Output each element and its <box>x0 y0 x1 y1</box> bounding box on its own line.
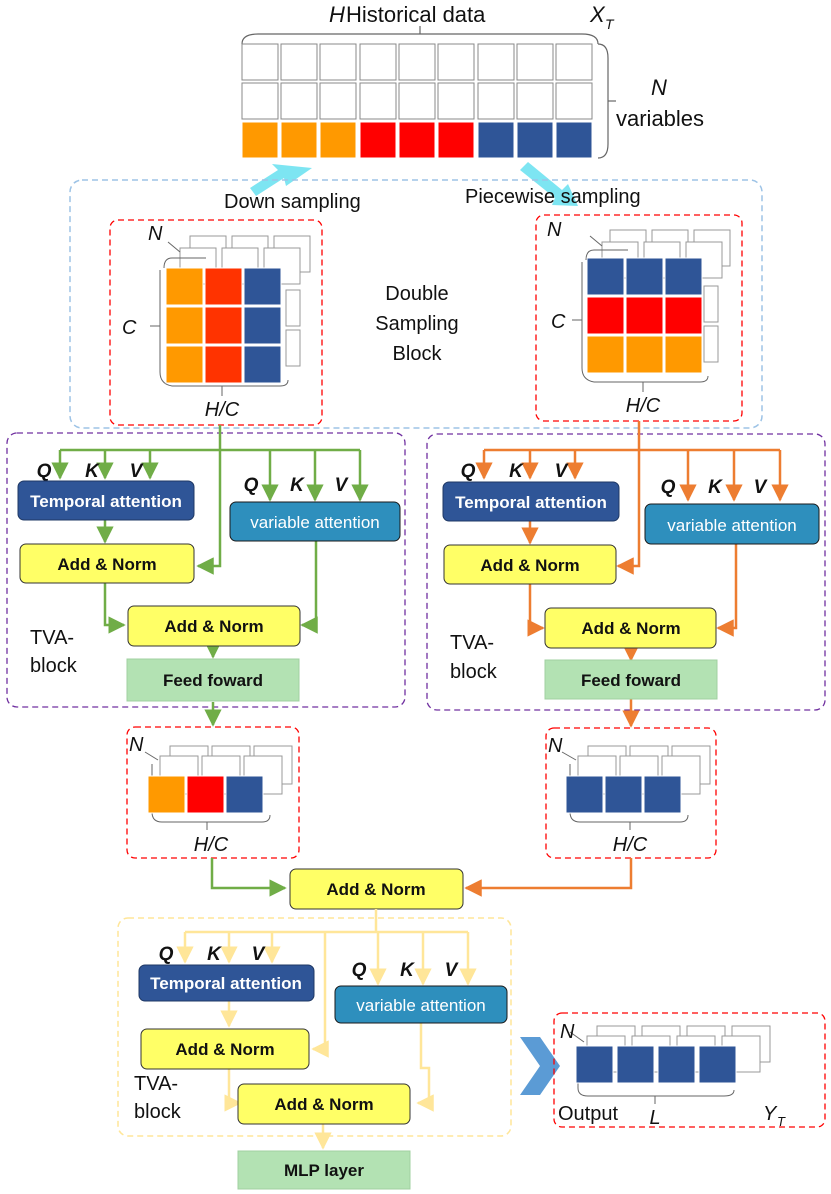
tva-left-k2-label: K <box>290 475 305 496</box>
tva-left-temporal-attention: Temporal attention <box>17 480 195 521</box>
tva-right-k2-label: K <box>708 477 723 498</box>
svg-text:Add & Norm: Add & Norm <box>326 880 425 899</box>
svg-text:Add & Norm: Add & Norm <box>480 556 579 575</box>
piecewise-tensor-c-label: C <box>551 311 566 333</box>
left-mid-hc-label: H/C <box>194 834 229 856</box>
final-block-label-2: block <box>134 1101 182 1123</box>
tva-left-add-norm-1: Add & Norm <box>19 543 195 584</box>
svg-text:Block: Block <box>393 343 443 365</box>
tva-right-feed-forward: Feed foward <box>544 659 718 700</box>
left-intermediate-tensor <box>126 726 300 859</box>
final-k-label: K <box>207 944 222 965</box>
tva-left-block-label-2: block <box>30 655 78 677</box>
tva-right-add-norm-1: Add & Norm <box>443 544 617 585</box>
tva-right-block-label-1: TVA- <box>450 632 494 654</box>
mlp-layer: MLP layer <box>237 1150 411 1190</box>
tva-left-q2-label: Q <box>244 475 259 496</box>
historical-data-matrix <box>241 26 616 159</box>
output-l-label: L <box>649 1107 660 1129</box>
svg-text:Add & Norm: Add & Norm <box>581 619 680 638</box>
piecewise-sampling-label: Piecewise sampling <box>465 186 641 208</box>
tva-right-temporal-attention: Temporal attention <box>442 481 620 522</box>
final-add-norm-2: Add & Norm <box>237 1083 411 1125</box>
tva-left-q-label: Q <box>37 461 52 482</box>
down-sampling-label: Down sampling <box>224 191 361 213</box>
final-variable-attention: variable attention <box>334 985 508 1024</box>
piecewise-tensor-hc-label: H/C <box>626 395 661 417</box>
svg-text:Add & Norm: Add & Norm <box>164 617 263 636</box>
final-k2-label: K <box>400 960 415 981</box>
merge-add-norm: Add & Norm <box>289 868 464 910</box>
piecewise-sampling-arrow-icon <box>520 162 578 206</box>
svg-text:variable attention: variable attention <box>667 516 796 535</box>
tva-block-right <box>426 433 826 711</box>
historical-data-label: H Historical data <box>329 2 486 27</box>
svg-text:variable attention: variable attention <box>356 996 485 1015</box>
svg-text:MLP layer: MLP layer <box>284 1161 364 1180</box>
output-n-label: N <box>560 1021 575 1043</box>
tva-right-variable-attention: variable attention <box>644 503 820 545</box>
output-tensor <box>553 1012 826 1128</box>
tva-left-feed-forward: Feed foward <box>126 658 300 702</box>
svg-text:Feed foward: Feed foward <box>163 671 263 690</box>
tva-left-add-norm-2: Add & Norm <box>127 605 301 647</box>
down-sampling-arrow-icon <box>250 164 312 196</box>
final-v-label: V <box>252 944 266 965</box>
output-y-t-label: Y T <box>763 1103 786 1129</box>
tva-right-block-label-2: block <box>450 661 498 683</box>
svg-text:Add & Norm: Add & Norm <box>175 1040 274 1059</box>
down-tensor-n-label: N <box>148 223 163 245</box>
tva-right-add-norm-2: Add & Norm <box>544 607 717 649</box>
final-add-norm-1: Add & Norm <box>140 1028 310 1070</box>
final-block-label-1: TVA- <box>134 1073 178 1095</box>
tva-left-block-label-1: TVA- <box>30 627 74 649</box>
tva-left-k-label: K <box>85 461 100 482</box>
svg-text:Historical data: Historical data <box>346 2 486 27</box>
left-mid-n-label: N <box>129 734 144 756</box>
svg-text:Feed foward: Feed foward <box>581 671 681 690</box>
tva-right-q2-label: Q <box>661 477 676 498</box>
svg-text:Y: Y <box>763 1103 778 1125</box>
svg-text:Add & Norm: Add & Norm <box>274 1095 373 1114</box>
tva-right-q-label: Q <box>461 461 476 482</box>
n-label: N <box>651 75 667 100</box>
tva-block-left <box>6 432 406 708</box>
x-t-label: X T <box>589 2 615 32</box>
double-sampling-block-label: Double Sampling Block <box>375 283 458 365</box>
final-temporal-attention: Temporal attention <box>138 964 315 1002</box>
tva-left-v2-label: V <box>335 475 349 496</box>
down-tensor-c-label: C <box>122 317 137 339</box>
tva-right-k-label: K <box>509 461 524 482</box>
svg-text:H: H <box>329 2 345 27</box>
right-mid-n-label: N <box>548 735 563 757</box>
tva-left-variable-attention: variable attention <box>229 501 401 542</box>
tva-left-v-label: V <box>130 461 144 482</box>
svg-text:Temporal attention: Temporal attention <box>150 974 302 993</box>
svg-text:T: T <box>605 16 615 32</box>
final-q-label: Q <box>159 944 174 965</box>
final-v2-label: V <box>445 960 459 981</box>
variables-label: variables <box>616 106 704 131</box>
down-tensor-hc-label: H/C <box>205 399 240 421</box>
svg-text:variable attention: variable attention <box>250 513 379 532</box>
svg-text:X: X <box>589 2 606 27</box>
piecewise-tensor-n-label: N <box>547 219 562 241</box>
svg-text:T: T <box>777 1114 786 1129</box>
output-label: Output <box>558 1103 618 1125</box>
tva-right-v2-label: V <box>754 477 768 498</box>
right-intermediate-tensor <box>545 727 717 859</box>
svg-text:Add & Norm: Add & Norm <box>57 555 156 574</box>
svg-text:Double: Double <box>385 283 448 305</box>
svg-text:Temporal attention: Temporal attention <box>30 492 182 511</box>
svg-text:Temporal attention: Temporal attention <box>455 493 607 512</box>
down-sampled-tensor <box>109 219 323 426</box>
double-sampling-block <box>69 179 763 429</box>
piecewise-sampled-tensor <box>535 214 743 422</box>
svg-text:Sampling: Sampling <box>375 313 458 335</box>
right-mid-hc-label: H/C <box>613 834 648 856</box>
final-q2-label: Q <box>352 960 367 981</box>
tva-right-v-label: V <box>555 461 569 482</box>
chevron-right-icon <box>520 1037 560 1095</box>
